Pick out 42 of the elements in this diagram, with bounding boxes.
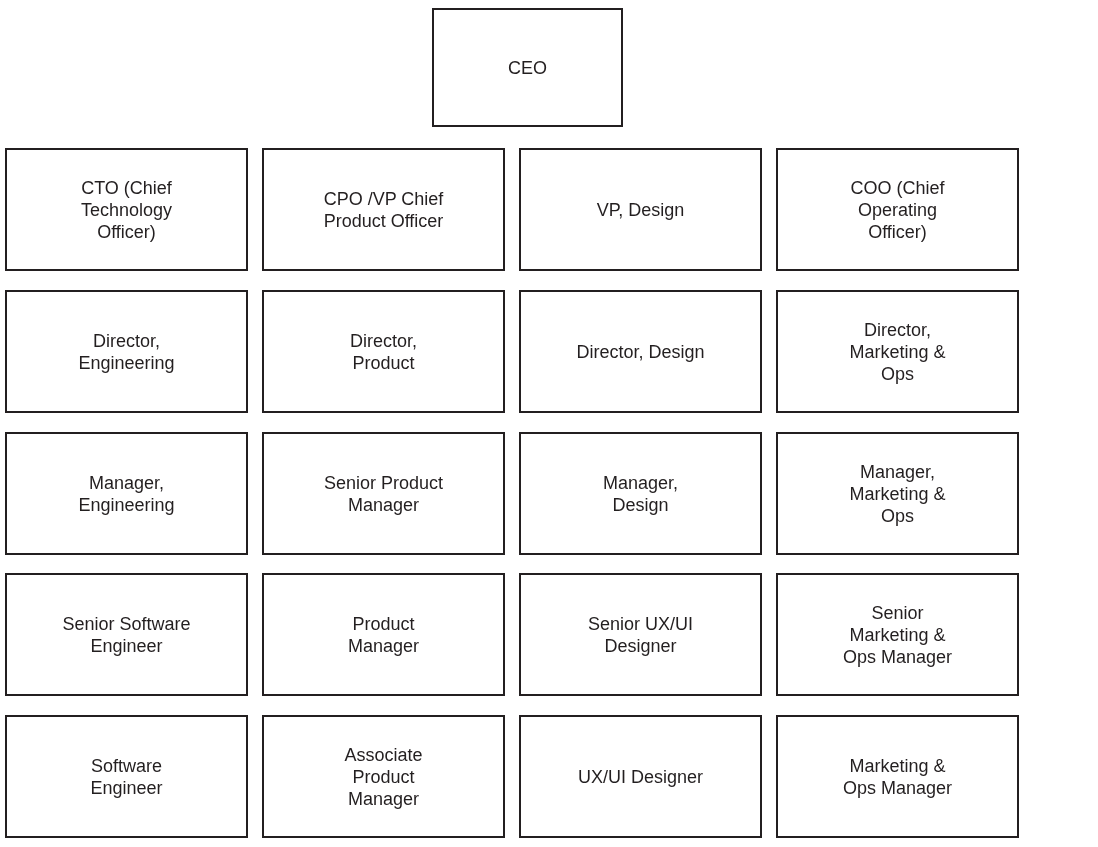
role-box — [262, 148, 505, 271]
role-title: Software Engineer — [89, 754, 164, 799]
role-title: Director, Marketing & Ops — [848, 318, 947, 385]
role-box — [432, 8, 623, 127]
role-box — [262, 573, 505, 696]
role-title: Manager, Design — [601, 471, 680, 516]
role-title: Marketing & Ops Manager — [841, 754, 954, 799]
role-title: Senior Software Engineer — [62, 612, 191, 657]
role-box — [5, 148, 248, 271]
role-title: Senior Product Manager — [322, 471, 445, 516]
role-title: Senior Marketing & Ops Manager — [841, 601, 954, 668]
role-title: COO (Chief Operating Officer) — [849, 176, 946, 243]
role-box — [5, 573, 248, 696]
role-title: CEO — [508, 56, 547, 79]
role-title: CPO /VP Chief Product Officer — [322, 187, 445, 232]
role-box — [262, 432, 505, 555]
role-box — [519, 148, 762, 271]
role-title: Manager, Engineering — [77, 471, 176, 516]
role-box — [262, 715, 505, 838]
role-box — [5, 432, 248, 555]
role-box — [519, 715, 762, 838]
role-title: Director, Product — [349, 329, 418, 374]
role-box — [519, 432, 762, 555]
role-title: Director, Design — [576, 340, 705, 363]
role-box — [5, 715, 248, 838]
role-box — [776, 148, 1019, 271]
role-box — [519, 573, 762, 696]
role-box — [776, 432, 1019, 555]
role-box — [776, 290, 1019, 413]
role-title: Director, Engineering — [77, 329, 176, 374]
role-title: Senior UX/UI Designer — [586, 612, 694, 657]
role-box — [776, 715, 1019, 838]
role-title: Associate Product Manager — [343, 743, 424, 810]
role-box — [519, 290, 762, 413]
role-title: Manager, Marketing & Ops — [848, 460, 947, 527]
role-box — [5, 290, 248, 413]
role-title: Product Manager — [346, 612, 420, 657]
role-title: CTO (Chief Technology Officer) — [79, 176, 174, 243]
role-title: UX/UI Designer — [577, 765, 703, 788]
role-box — [262, 290, 505, 413]
role-title: VP, Design — [596, 198, 685, 221]
role-box — [776, 573, 1019, 696]
